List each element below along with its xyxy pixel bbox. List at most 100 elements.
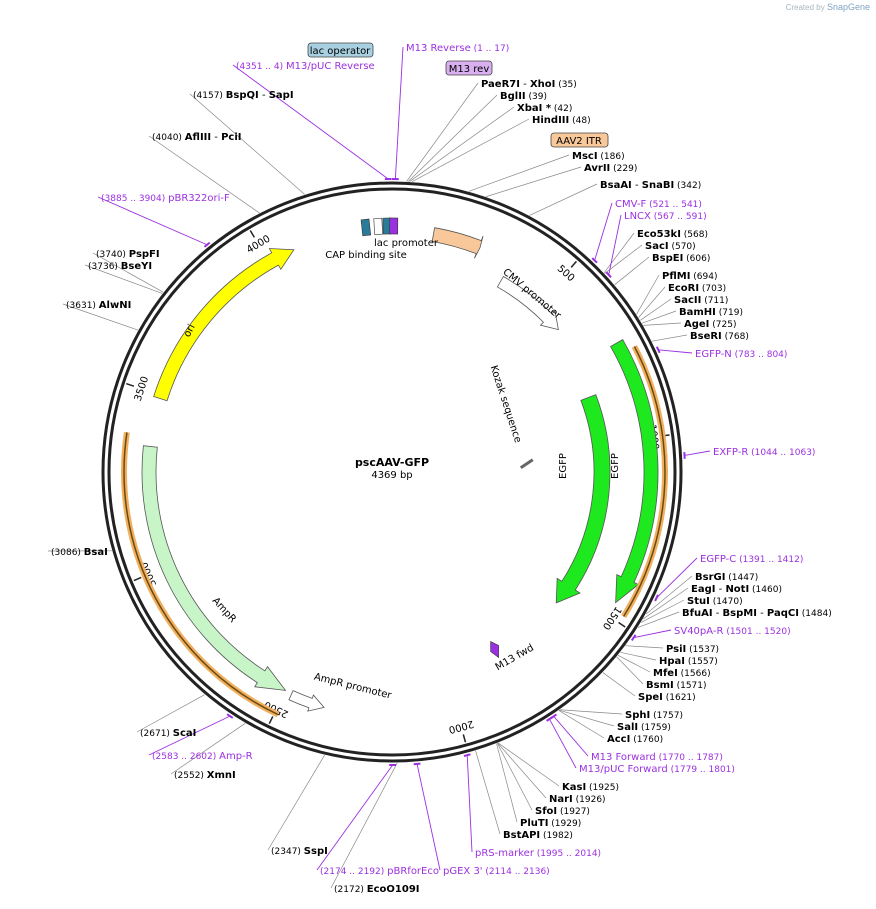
enzyme-label: (2552) XmnI	[174, 770, 236, 781]
enzyme-label: SfoI (1927)	[535, 806, 590, 817]
enzyme-leader	[617, 654, 651, 673]
m13-fwd-arrow	[490, 640, 499, 659]
enzyme-leader	[651, 334, 688, 342]
enzyme-site-sphi: SphI (1757)	[625, 710, 683, 721]
ampr-outline-core	[123, 432, 279, 716]
enzyme-label: AvrII (229)	[584, 163, 637, 174]
primer-label: (2583 .. 2602) Amp-R	[152, 751, 253, 762]
enzyme-position: (229)	[610, 164, 637, 174]
enzyme-label: (4040) AflIII - PciI	[152, 132, 242, 143]
enzyme-position: (2172)	[334, 885, 367, 895]
lac-operator-box: lac operator	[307, 42, 374, 58]
enzyme-name: XmnI	[207, 770, 236, 781]
tick-500	[570, 260, 577, 268]
enzyme-label: EagI - NotI (1460)	[691, 584, 782, 595]
enzyme-label: (2347) SspI	[271, 846, 328, 857]
primer-exfp-r: EXFP-R (1044 .. 1063)	[713, 447, 815, 458]
enzyme-site-bstapi: BstAPI (1982)	[503, 830, 573, 841]
primer-site-mark	[630, 634, 637, 641]
snapgene-watermark: Created by SnapGene	[786, 2, 870, 12]
primer-name: pGEX 3'	[443, 866, 483, 877]
enzyme-position: (3086)	[51, 548, 84, 558]
enzyme-name: AflIII	[185, 132, 211, 143]
enzyme-site-xbai: XbaI * (42)	[517, 103, 572, 114]
enzyme-position: (1926)	[573, 795, 606, 805]
ori-arrow	[153, 248, 295, 402]
primer-leader	[633, 629, 672, 639]
primer-cmv-f: CMV-F (521 .. 541)	[615, 199, 702, 210]
enzyme-site-sfoi: SfoI (1927)	[535, 806, 590, 817]
primer-site-mark	[605, 271, 612, 279]
enzyme-site-pflmi: PflMI (694)	[662, 271, 717, 282]
enzyme-separator: -	[211, 132, 221, 143]
enzyme-label: BstAPI (1982)	[503, 830, 573, 841]
enzyme-site-bsai: (3086) BsaI	[51, 547, 108, 558]
primer-lncx: LNCX (567 .. 591)	[624, 211, 707, 222]
primer-egfp-n: EGFP-N (783 .. 804)	[695, 349, 787, 360]
primer-leader	[656, 557, 698, 599]
enzyme-leader	[468, 154, 570, 192]
primer-range: (1995 .. 2014)	[534, 849, 601, 859]
enzyme-leader	[170, 723, 246, 775]
primer-leader	[97, 196, 208, 246]
cmv-promoter-arrow	[496, 275, 559, 331]
aav2-itr-label: AAV2 ITR	[556, 136, 602, 147]
enzyme-site-scai: (2671) ScaI	[140, 728, 196, 739]
enzyme-leader	[643, 587, 689, 620]
enzyme-label: BglII (39)	[500, 91, 547, 102]
enzyme-label: SacI (570)	[645, 241, 696, 252]
enzyme-position: (3740)	[96, 250, 129, 260]
enzyme-site-sacii: SacII (711)	[674, 295, 728, 306]
enzyme-leader	[529, 183, 598, 216]
primer-range: (1779 .. 1801)	[668, 765, 735, 775]
primer-site-mark	[413, 762, 421, 766]
enzyme-name-2: PciI	[221, 132, 241, 143]
primer-prs-marker: pRS-marker (1995 .. 2014)	[475, 848, 601, 859]
enzyme-leader	[559, 709, 623, 715]
enzyme-site-sali: SalI (1759)	[617, 722, 671, 733]
enzyme-label: BamHI (719)	[679, 307, 743, 318]
primer-range: (2114 .. 2136)	[483, 867, 550, 877]
enzyme-site-saci: SacI (570)	[645, 241, 696, 252]
primer-label: EGFP-C (1391 .. 1412)	[700, 554, 803, 565]
enzyme-leader	[604, 244, 643, 274]
primer-label: M13 Forward (1770 .. 1787)	[591, 752, 723, 763]
enzyme-site-eagi: EagI - NotI (1460)	[691, 584, 782, 595]
enzyme-site-sspi: (2347) SspI	[271, 846, 328, 857]
enzyme-leader	[475, 750, 501, 835]
primer-leader	[416, 763, 441, 871]
snapgene-logo-text: SnapGene	[826, 2, 870, 12]
enzyme-name: BsrGI	[695, 572, 725, 583]
primer-leader	[684, 450, 711, 456]
ampr-promoter-arrow	[288, 690, 325, 712]
enzyme-site-pspfi: (3740) PspFI	[96, 249, 160, 260]
tick-3500	[126, 382, 135, 387]
enzyme-leader	[189, 93, 305, 195]
kozak-mark	[519, 458, 534, 470]
enzyme-leader	[640, 599, 685, 623]
enzyme-label: BsrGI (1447)	[695, 572, 758, 583]
enzyme-site-bseri: BseRI (768)	[690, 331, 749, 342]
primer-site-mark	[546, 716, 553, 722]
enzyme-position: (1470)	[710, 597, 743, 607]
primer-name: EXFP-R	[713, 447, 748, 458]
enzyme-position: (711)	[701, 296, 728, 306]
tick-label-3500: 3500	[133, 375, 151, 403]
enzyme-leader	[559, 709, 615, 727]
tick-label-2000: 2000	[447, 718, 474, 735]
primer-label: EXFP-R (1044 .. 1063)	[713, 447, 815, 458]
primer-label: CMV-F (521 .. 541)	[615, 199, 702, 210]
enzyme-leader	[486, 166, 582, 197]
primer-range: (1770 .. 1787)	[656, 753, 723, 763]
primer-label: (2174 .. 2192) pBRforEco	[320, 866, 439, 877]
tick-2000	[462, 734, 467, 743]
enzyme-site-avrii: AvrII (229)	[584, 163, 637, 174]
primer-name: M13 Reverse	[406, 43, 471, 54]
primer-name: pBRforEco	[387, 866, 439, 877]
aav2-itr-block	[431, 227, 484, 259]
primer-name: pRS-marker	[475, 848, 535, 859]
enzyme-position: (42)	[551, 104, 572, 114]
enzyme-position: (568)	[681, 230, 708, 240]
enzyme-name: StuI	[687, 596, 710, 607]
enzyme-name: BfuAI	[682, 608, 713, 619]
